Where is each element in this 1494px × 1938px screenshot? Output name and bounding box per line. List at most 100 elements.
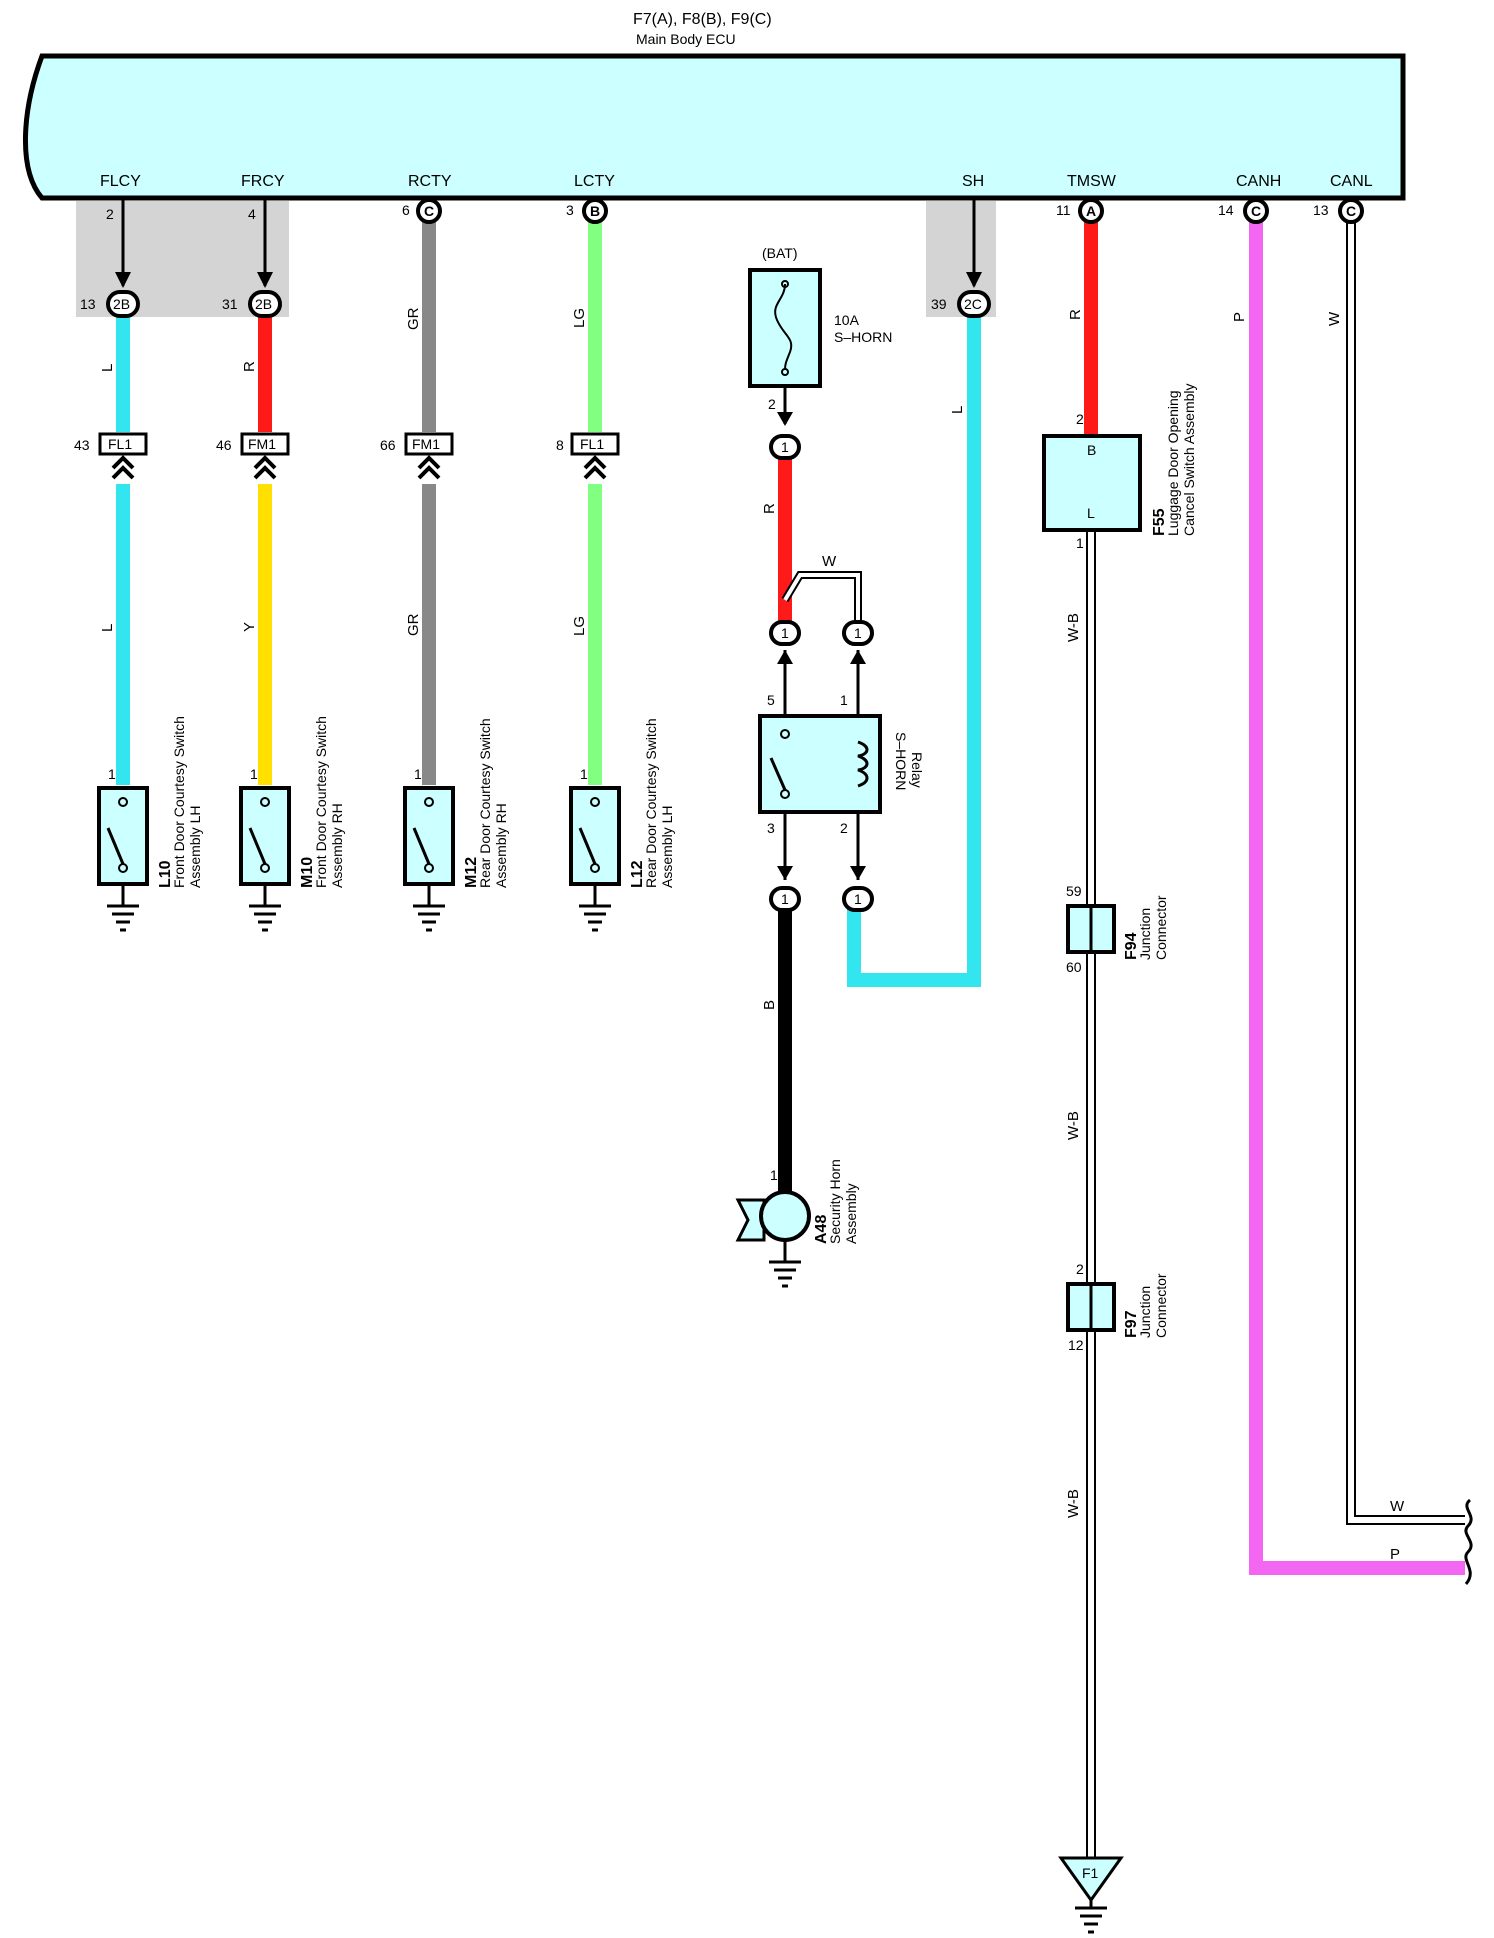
- wire-canl: [1348, 222, 1465, 1523]
- switch-contact-icon: [248, 827, 267, 865]
- switch-line1-l10: Front Door Courtesy Switch: [171, 716, 187, 888]
- switch-line2-m10: Assembly RH: [329, 803, 345, 888]
- switch-l10: 1 L10 Front Door Courtesy Switch Assembl…: [97, 716, 203, 932]
- wire-labels: L L R Y GR GR LG LG L R P W R W B W-B W-…: [99, 307, 1405, 1563]
- fuse-icon: [774, 283, 793, 371]
- wire-sh: [847, 315, 981, 987]
- f94-pin-out: 60: [1066, 959, 1082, 975]
- ground-icon: [413, 904, 445, 932]
- switch-m12: 1 M12 Rear Door Courtesy Switch Assembly…: [403, 718, 509, 932]
- label-horn-feed: R: [761, 503, 778, 514]
- security-horn: 1 A48 Security Horn Assembly: [735, 1159, 859, 1288]
- switch-line2-m12: Assembly RH: [493, 803, 509, 888]
- f55-term-l: L: [1087, 505, 1095, 521]
- label-horn-wire: B: [761, 1000, 778, 1010]
- f97-line2: Connector: [1153, 1273, 1169, 1338]
- inline-connectors: 43 FL1 46 FM1 66 FM1 8 FL1: [74, 432, 620, 480]
- inline-connector-3: 66 FM1: [380, 432, 454, 480]
- conn-tmsw: A: [1086, 203, 1096, 219]
- wires: [116, 222, 1465, 1858]
- label-canh-out: P: [1390, 1546, 1400, 1563]
- terminal-lcty: LCTY: [574, 173, 615, 190]
- f55-code: F55: [1151, 508, 1168, 536]
- switch-line2-l12: Assembly LH: [659, 806, 675, 888]
- junction-pin-1: 13: [80, 296, 96, 312]
- ecu-terminals: FLCY FRCY RCTY LCTY SH TMSW CANH CANL: [100, 173, 1373, 190]
- terminal-rcty: RCTY: [408, 173, 452, 190]
- ground-label: F1: [1082, 1865, 1099, 1881]
- label-frcy-lower: Y: [241, 622, 258, 632]
- pin-flcy: 2: [106, 206, 114, 222]
- pin-canl: 13: [1313, 202, 1329, 218]
- horn-line1: Security Horn: [827, 1159, 843, 1244]
- ground-icon: [579, 904, 611, 932]
- ground-icon: [1075, 1906, 1107, 1934]
- switch-code-m10: M10: [299, 857, 316, 888]
- conn-canh: C: [1251, 203, 1261, 219]
- fuse-source: (BAT): [762, 245, 798, 261]
- door-switches: 1 L10 Front Door Courtesy Switch Assembl…: [97, 716, 675, 932]
- f97-pin-in: 2: [1076, 1261, 1084, 1277]
- relay-pin-5: 5: [767, 692, 775, 708]
- switch-pin-l12: 1: [580, 766, 588, 782]
- label-canl: W: [1326, 311, 1343, 326]
- inline-name-1: FL1: [108, 436, 132, 452]
- junction-connectors: 13 2B 31 2B 39 2C: [80, 290, 991, 318]
- pin-lcty: 3: [566, 202, 574, 218]
- relay-coil-icon: [857, 740, 869, 788]
- label-lcty-upper: LG: [571, 308, 588, 328]
- terminal-frcy: FRCY: [241, 173, 285, 190]
- ground-point-f1: F1: [1058, 1856, 1124, 1934]
- arrow-down-icon: [966, 272, 982, 288]
- arrow-down-icon: [850, 866, 866, 880]
- relay-conn-1: 1: [854, 625, 862, 641]
- label-canh: P: [1231, 312, 1248, 322]
- continuation-break-icon: [1464, 1498, 1473, 1585]
- f97-pin-out: 12: [1068, 1337, 1084, 1353]
- switch-contact-icon: [578, 827, 597, 865]
- junction-connector-f97: 2 12 F97 Junction Connector: [1066, 1261, 1169, 1353]
- connector-chevron-icon: [111, 455, 135, 480]
- pin-tmsw: 11: [1056, 202, 1071, 218]
- horn-line2: Assembly: [843, 1183, 859, 1244]
- wire-canh: [1249, 222, 1465, 1575]
- fuse-out-pin: 1: [781, 439, 789, 455]
- inline-name-3: FM1: [412, 436, 440, 452]
- pin-canh: 14: [1218, 202, 1234, 218]
- f55-line1: Luggage Door Opening: [1165, 390, 1181, 536]
- terminal-canh: CANH: [1236, 173, 1281, 190]
- label-rcty-lower: GR: [405, 613, 422, 636]
- ecu-name: Main Body ECU: [636, 31, 736, 47]
- label-flcy-upper: L: [99, 364, 116, 372]
- connector-chevron-icon: [417, 455, 441, 480]
- fuse-pin: 2: [768, 396, 776, 412]
- arrow-down-icon: [257, 272, 273, 288]
- ecu-pins: 2 4 6 C 3 B 11 A 14 C 13 C: [106, 198, 1364, 288]
- label-canl-out: W: [1390, 1498, 1405, 1515]
- f94-code: F94: [1123, 932, 1140, 960]
- ground-icon: [107, 904, 139, 932]
- f94-pin-in: 59: [1066, 883, 1082, 899]
- inline-pin-4: 8: [556, 437, 564, 453]
- pin-rcty: 6: [402, 202, 410, 218]
- junction-conn-1: 2B: [113, 296, 130, 312]
- conn-rcty: C: [424, 203, 434, 219]
- relay-name: S–HORN: [893, 732, 909, 790]
- wire-canl-outline: [1346, 222, 1465, 1525]
- terminal-canl: CANL: [1330, 173, 1373, 190]
- junction-conn-2: 2B: [255, 296, 272, 312]
- ecu-body: [22, 53, 1406, 201]
- inline-name-2: FM1: [248, 436, 276, 452]
- arrow-down-icon: [115, 272, 131, 288]
- switch-code-m12: M12: [463, 857, 480, 888]
- f94-line1: Junction: [1137, 908, 1153, 960]
- switch-pin-m10: 1: [250, 766, 258, 782]
- relay-type: Relay: [909, 752, 925, 788]
- ground-icon: [249, 904, 281, 932]
- label-rcty-upper: GR: [405, 307, 422, 330]
- switch-l12: 1 L12 Rear Door Courtesy Switch Assembly…: [569, 718, 675, 932]
- f94-line2: Connector: [1153, 895, 1169, 960]
- junction-conn-3: 2C: [964, 296, 982, 312]
- relay-conn-2: 1: [854, 891, 862, 907]
